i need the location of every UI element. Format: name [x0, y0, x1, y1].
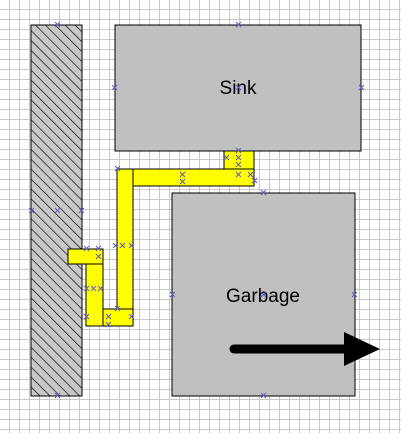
- x-marker-icon[interactable]: [260, 189, 267, 196]
- x-marker-icon[interactable]: [351, 291, 358, 298]
- x-marker-icon[interactable]: [54, 392, 61, 399]
- x-marker-icon[interactable]: [358, 84, 365, 91]
- x-marker-icon[interactable]: [95, 245, 102, 252]
- x-marker-icon[interactable]: [78, 207, 85, 214]
- x-marker-icon[interactable]: [54, 21, 61, 28]
- x-marker-icon[interactable]: [235, 171, 242, 178]
- x-marker-icon[interactable]: [83, 313, 90, 320]
- x-marker-icon[interactable]: [83, 285, 90, 292]
- x-marker-icon[interactable]: [260, 291, 267, 298]
- x-marker-icon[interactable]: [247, 171, 254, 178]
- garbage-label: Garbage: [226, 286, 300, 307]
- x-marker-icon[interactable]: [128, 242, 135, 249]
- x-marker-icon[interactable]: [235, 154, 242, 161]
- x-marker-icon[interactable]: [235, 161, 242, 168]
- x-marker-icon[interactable]: [114, 165, 121, 172]
- pipe-upper-horizontal[interactable]: [116, 168, 255, 187]
- x-marker-icon[interactable]: [169, 291, 176, 298]
- x-marker-icon[interactable]: [97, 285, 104, 292]
- pipe-wall-stub[interactable]: [67, 248, 104, 265]
- wall[interactable]: [30, 24, 83, 397]
- x-marker-icon[interactable]: [251, 177, 258, 184]
- x-marker-icon[interactable]: [235, 147, 242, 154]
- x-marker-icon[interactable]: [235, 21, 242, 28]
- x-marker-icon[interactable]: [179, 171, 186, 178]
- x-marker-icon[interactable]: [260, 392, 267, 399]
- x-marker-icon[interactable]: [105, 321, 112, 328]
- x-marker-icon[interactable]: [90, 285, 97, 292]
- sink-label: Sink: [220, 78, 257, 99]
- selection-handles: [28, 21, 365, 399]
- x-marker-icon[interactable]: [119, 242, 126, 249]
- x-marker-icon[interactable]: [105, 313, 112, 320]
- x-marker-icon[interactable]: [111, 84, 118, 91]
- x-marker-icon[interactable]: [112, 242, 119, 249]
- x-marker-icon[interactable]: [95, 253, 102, 260]
- x-marker-icon[interactable]: [128, 313, 135, 320]
- x-marker-icon[interactable]: [28, 207, 35, 214]
- right-arrow-icon[interactable]: [229, 332, 380, 366]
- x-marker-icon[interactable]: [83, 245, 90, 252]
- x-marker-icon[interactable]: [114, 305, 121, 312]
- x-marker-icon[interactable]: [235, 84, 242, 91]
- x-marker-icon[interactable]: [179, 178, 186, 185]
- x-marker-icon[interactable]: [223, 154, 230, 161]
- x-marker-icon[interactable]: [54, 207, 61, 214]
